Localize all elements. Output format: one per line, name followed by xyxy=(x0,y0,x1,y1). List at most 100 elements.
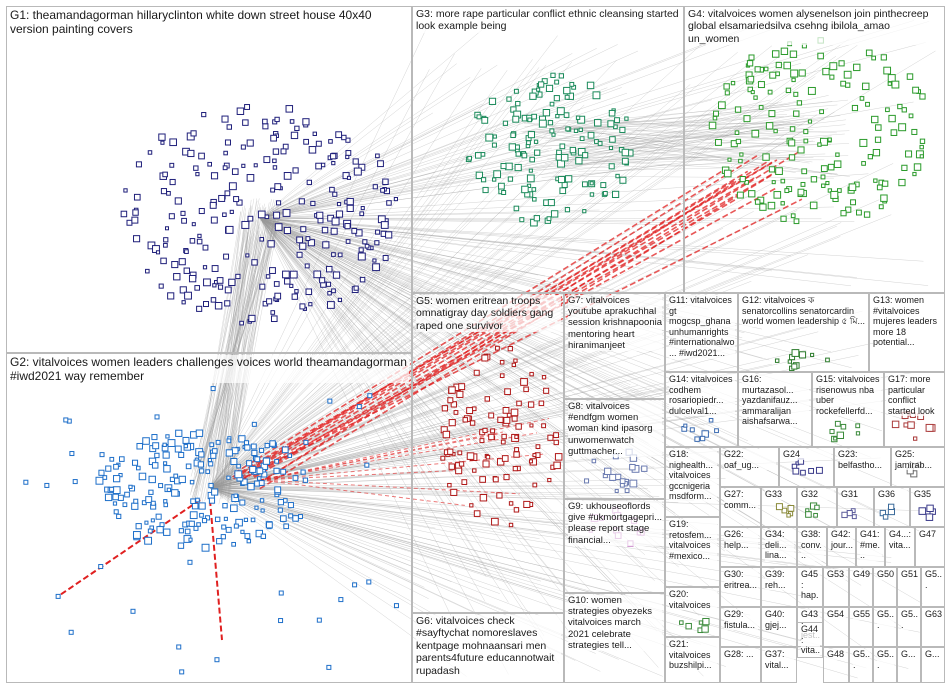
group-panel-g11: G11: vitalvoices gt mogcsp_ghana unhuman… xyxy=(665,293,738,372)
group-label-g58: G5... xyxy=(853,649,870,670)
group-label-g32: G32 xyxy=(801,489,834,500)
group-panel-g48: G48 xyxy=(823,647,849,683)
group-label-g49: G49 xyxy=(853,569,870,580)
group-panel-g28: G28: ... xyxy=(720,647,761,683)
group-panel-g1: G1: theamandagorman hillaryclinton white… xyxy=(6,6,412,353)
group-label-g10: G10: women strategies obyezeks vitalvoic… xyxy=(568,595,662,651)
group-panel-g44: G44: vita... xyxy=(797,622,823,658)
group-panel-g4: G4: vitalvoices women alysenelson join p… xyxy=(684,6,945,293)
group-label-g25: G25: jamirab... xyxy=(895,449,942,470)
group-label-g2: G2: vitalvoices women leaders challenges… xyxy=(10,355,409,383)
group-panel-g3: G3: more rape particular conflict ethnic… xyxy=(412,6,684,293)
group-label-g17: G17: more particular conflict started lo… xyxy=(888,374,942,416)
group-panel-g46: G4...: vita... xyxy=(885,527,915,567)
group-panel-g36: G36 xyxy=(874,487,910,527)
group-label-g22: G22: oaf_ug... xyxy=(724,449,776,470)
group-panel-g52: G5... xyxy=(921,567,945,607)
group-panel-g7: G7: vitalvoices youtube aprakuchhal sess… xyxy=(564,293,665,399)
group-label-g26: G26: help... xyxy=(724,529,758,550)
group-label-g46: G4...: vita... xyxy=(889,529,912,550)
group-panel-g25: G25: jamirab... xyxy=(891,447,945,487)
group-panel-g55: G55 xyxy=(849,607,873,647)
group-panel-g20: G20: vitalvoices xyxy=(665,587,720,637)
group-panel-g32: G32 xyxy=(797,487,837,527)
group-label-g57: G5... xyxy=(901,609,918,630)
group-panel-g33: G33 xyxy=(761,487,797,527)
group-label-g15: G15: vitalvoices risenowus nba uber rock… xyxy=(816,374,881,416)
group-label-g44: G44: vita... xyxy=(801,624,820,658)
group-panel-g60: G... xyxy=(897,647,921,683)
group-panel-g15: G15: vitalvoices risenowus nba uber rock… xyxy=(812,372,884,447)
group-label-g47: G47 xyxy=(919,529,942,540)
group-label-g29: G29: fistula... xyxy=(724,609,758,630)
group-panel-g37: G37: vital... xyxy=(761,647,797,683)
group-label-g39: G39: reh... xyxy=(765,569,794,590)
group-label-g59: G5... xyxy=(877,649,894,670)
group-label-g52: G5... xyxy=(925,569,942,590)
group-label-g54: G54 xyxy=(827,609,846,620)
group-panel-g12: G12: vitalvoices ক senatorcollins senato… xyxy=(738,293,869,372)
group-label-g11: G11: vitalvoices gt mogcsp_ghana unhuman… xyxy=(669,295,735,359)
group-panel-g58: G5... xyxy=(849,647,873,683)
group-label-g8: G8: vitalvoices #endfgm women woman kind… xyxy=(568,401,662,457)
group-panel-g14: G14: vitalvoices codhem rosariopiedr... … xyxy=(665,372,738,447)
group-panel-g16: G16: murtazasol... yazdanifauz... ammara… xyxy=(738,372,812,447)
group-panel-g53: G53 xyxy=(823,567,849,607)
group-label-g55: G55 xyxy=(853,609,870,620)
group-panel-g22: G22: oaf_ug... xyxy=(720,447,779,487)
group-panel-g30: G30: eritrea... xyxy=(720,567,761,607)
group-panel-g23: G23: belfastho... xyxy=(834,447,891,487)
group-label-g19: G19: retosfem... vitalvoices #mexico... xyxy=(669,519,717,561)
group-panel-g13: G13: women #vitalvoices mujeres leaders … xyxy=(869,293,945,372)
group-panel-g63: G63 xyxy=(921,607,945,647)
group-panel-g27: G27: comm... xyxy=(720,487,761,527)
group-panel-g26: G26: help... xyxy=(720,527,761,567)
group-panel-g17: G17: more particular conflict started lo… xyxy=(884,372,945,447)
group-panel-g19: G19: retosfem... vitalvoices #mexico... xyxy=(665,517,720,587)
group-panel-g56: G5... xyxy=(873,607,897,647)
group-panel-g35: G35 xyxy=(910,487,945,527)
group-panel-g6: G6: vitalvoices check #sayftychat nomore… xyxy=(412,613,564,683)
group-panel-g34: G34: deli... lina... xyxy=(761,527,797,567)
group-panel-g9: G9: ukhouseoflords give #ukmortgagepri..… xyxy=(564,499,665,593)
group-panel-g59: G5... xyxy=(873,647,897,683)
group-label-g18: G18: nighealth... vitalvoices gccnigeria… xyxy=(669,449,717,502)
group-panel-g10: G10: women strategies obyezeks vitalvoic… xyxy=(564,593,665,683)
group-label-g27: G27: comm... xyxy=(724,489,758,510)
group-label-g28: G28: ... xyxy=(724,649,758,660)
group-label-g24: G24 xyxy=(783,449,831,460)
group-label-g45: G45: hap... xyxy=(801,569,820,607)
group-label-g41: G41: #me... xyxy=(860,529,882,561)
group-label-g12: G12: vitalvoices ক senatorcollins senato… xyxy=(742,295,866,327)
group-label-g21: G21: vitalvoices buzshilpi... xyxy=(669,639,717,671)
group-panel-g38: G38: conv... xyxy=(797,527,827,567)
group-panel-g8: G8: vitalvoices #endfgm women woman kind… xyxy=(564,399,665,499)
group-label-g20: G20: vitalvoices xyxy=(669,589,717,610)
group-panel-g49: G49 xyxy=(849,567,873,607)
group-label-g56: G5... xyxy=(877,609,894,630)
group-label-g6: G6: vitalvoices check #sayftychat nomore… xyxy=(416,615,561,677)
group-label-g3: G3: more rape particular conflict ethnic… xyxy=(416,8,681,33)
group-label-g48: G48 xyxy=(827,649,846,660)
group-label-g31: G31 xyxy=(841,489,871,500)
group-label-g33: G33 xyxy=(765,489,794,500)
group-label-g37: G37: vital... xyxy=(765,649,794,670)
group-panel-g47: G47 xyxy=(915,527,945,567)
group-panel-g54: G54 xyxy=(823,607,849,647)
group-label-g36: G36 xyxy=(878,489,907,500)
group-panel-g57: G5... xyxy=(897,607,921,647)
group-label-g23: G23: belfastho... xyxy=(838,449,888,470)
group-label-g42: G42: jour... xyxy=(831,529,853,550)
group-panel-g21: G21: vitalvoices buzshilpi... xyxy=(665,637,720,683)
group-panel-g5: G5: women eritrean troops omnatigray day… xyxy=(412,293,564,613)
group-panel-g61: G... xyxy=(921,647,945,683)
group-label-g16: G16: murtazasol... yazdanifauz... ammara… xyxy=(742,374,809,427)
group-panel-g31: G31 xyxy=(837,487,874,527)
group-panel-g18: G18: nighealth... vitalvoices gccnigeria… xyxy=(665,447,720,517)
group-panel-g39: G39: reh... xyxy=(761,567,797,607)
group-panel-g40: G40: gjej... xyxy=(761,607,797,647)
group-label-g4: G4: vitalvoices women alysenelson join p… xyxy=(688,8,942,45)
group-label-g34: G34: deli... lina... xyxy=(765,529,794,561)
group-label-g30: G30: eritrea... xyxy=(724,569,758,590)
